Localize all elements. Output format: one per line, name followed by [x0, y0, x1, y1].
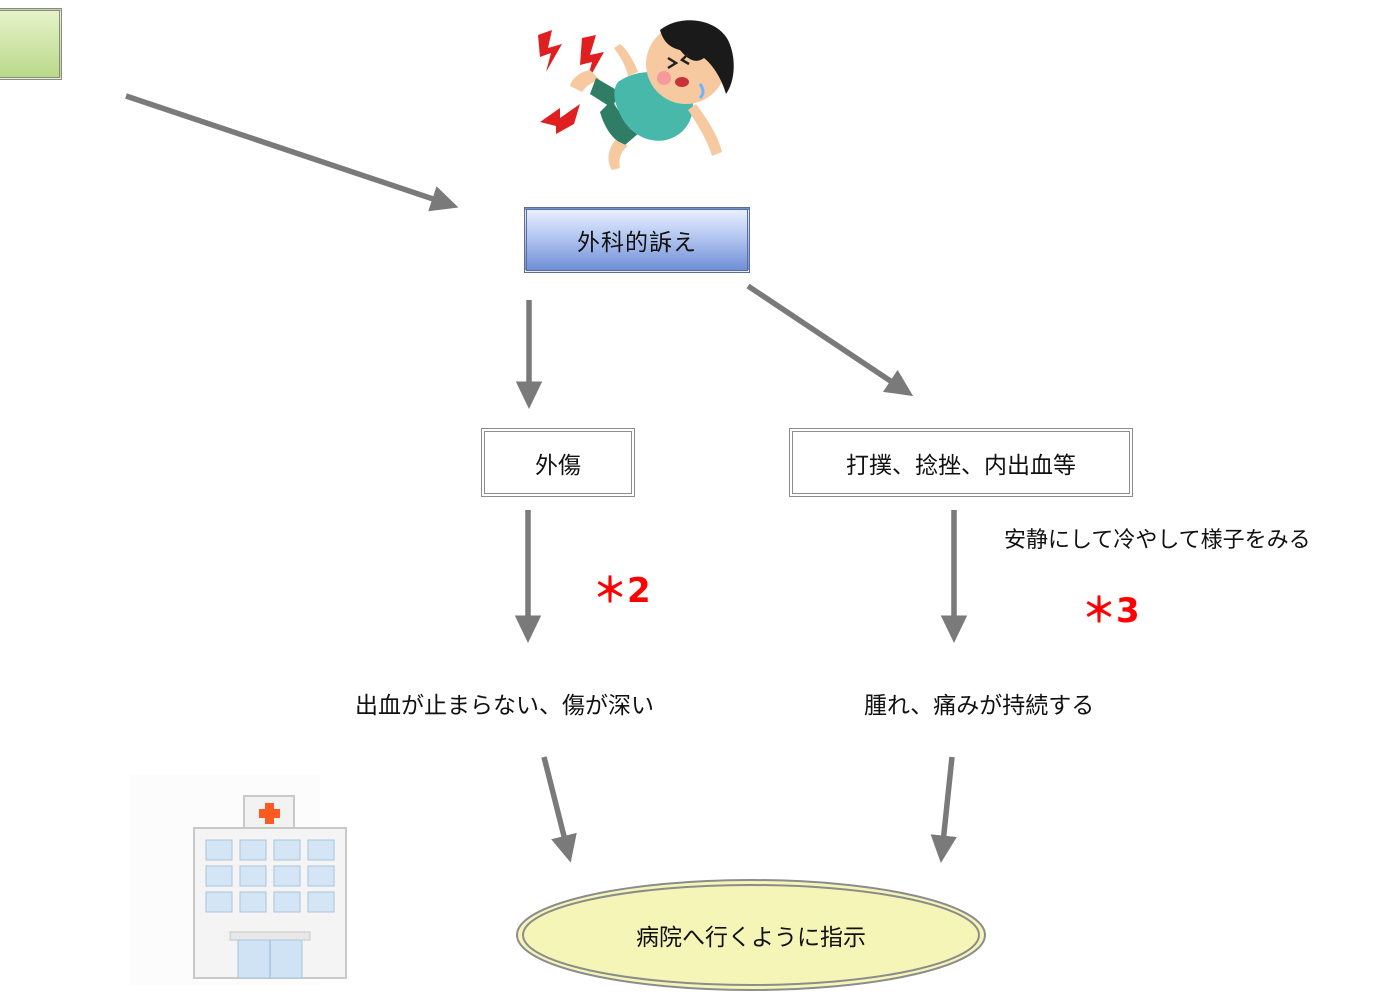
pain-bolt-2 [580, 35, 604, 84]
note-2: ＊2 [593, 571, 651, 611]
arrow-start-to-complaint [125, 93, 459, 212]
pain-bolt-3 [540, 104, 580, 134]
arrow-bleeding-to-hospital [541, 756, 577, 863]
pain-bolt-1 [538, 30, 562, 72]
arrow-complaint-to-bruise [746, 283, 914, 397]
swelling-pain-label: 腫れ、痛みが持続する [864, 693, 1095, 719]
node-surgical-complaint: 外科的訴え [524, 207, 750, 273]
node-go-hospital-shape [516, 879, 986, 991]
bleeding-deep-label: 出血が止まらない、傷が深い [355, 693, 654, 719]
node-go-hospital-label: 病院へ行くように指示 [636, 925, 866, 951]
node-trauma-label: 外傷 [535, 452, 581, 479]
node-bruise-group-label: 打撲、捻挫、内出血等 [846, 452, 1076, 479]
note-3: ＊3 [1082, 591, 1140, 631]
rest-and-cool-label: 安静にして冷やして様子をみる [1004, 528, 1311, 553]
node-bruise-group: 打撲、捻挫、内出血等 [789, 428, 1133, 497]
node-go-hospital: 病院へ行くように指示 [512, 876, 990, 994]
node-trauma: 外傷 [481, 428, 635, 497]
arrow-swelling-to-hospital [930, 756, 957, 863]
node-surgical-complaint-label: 外科的訴え [577, 230, 697, 256]
start-box [0, 8, 62, 80]
